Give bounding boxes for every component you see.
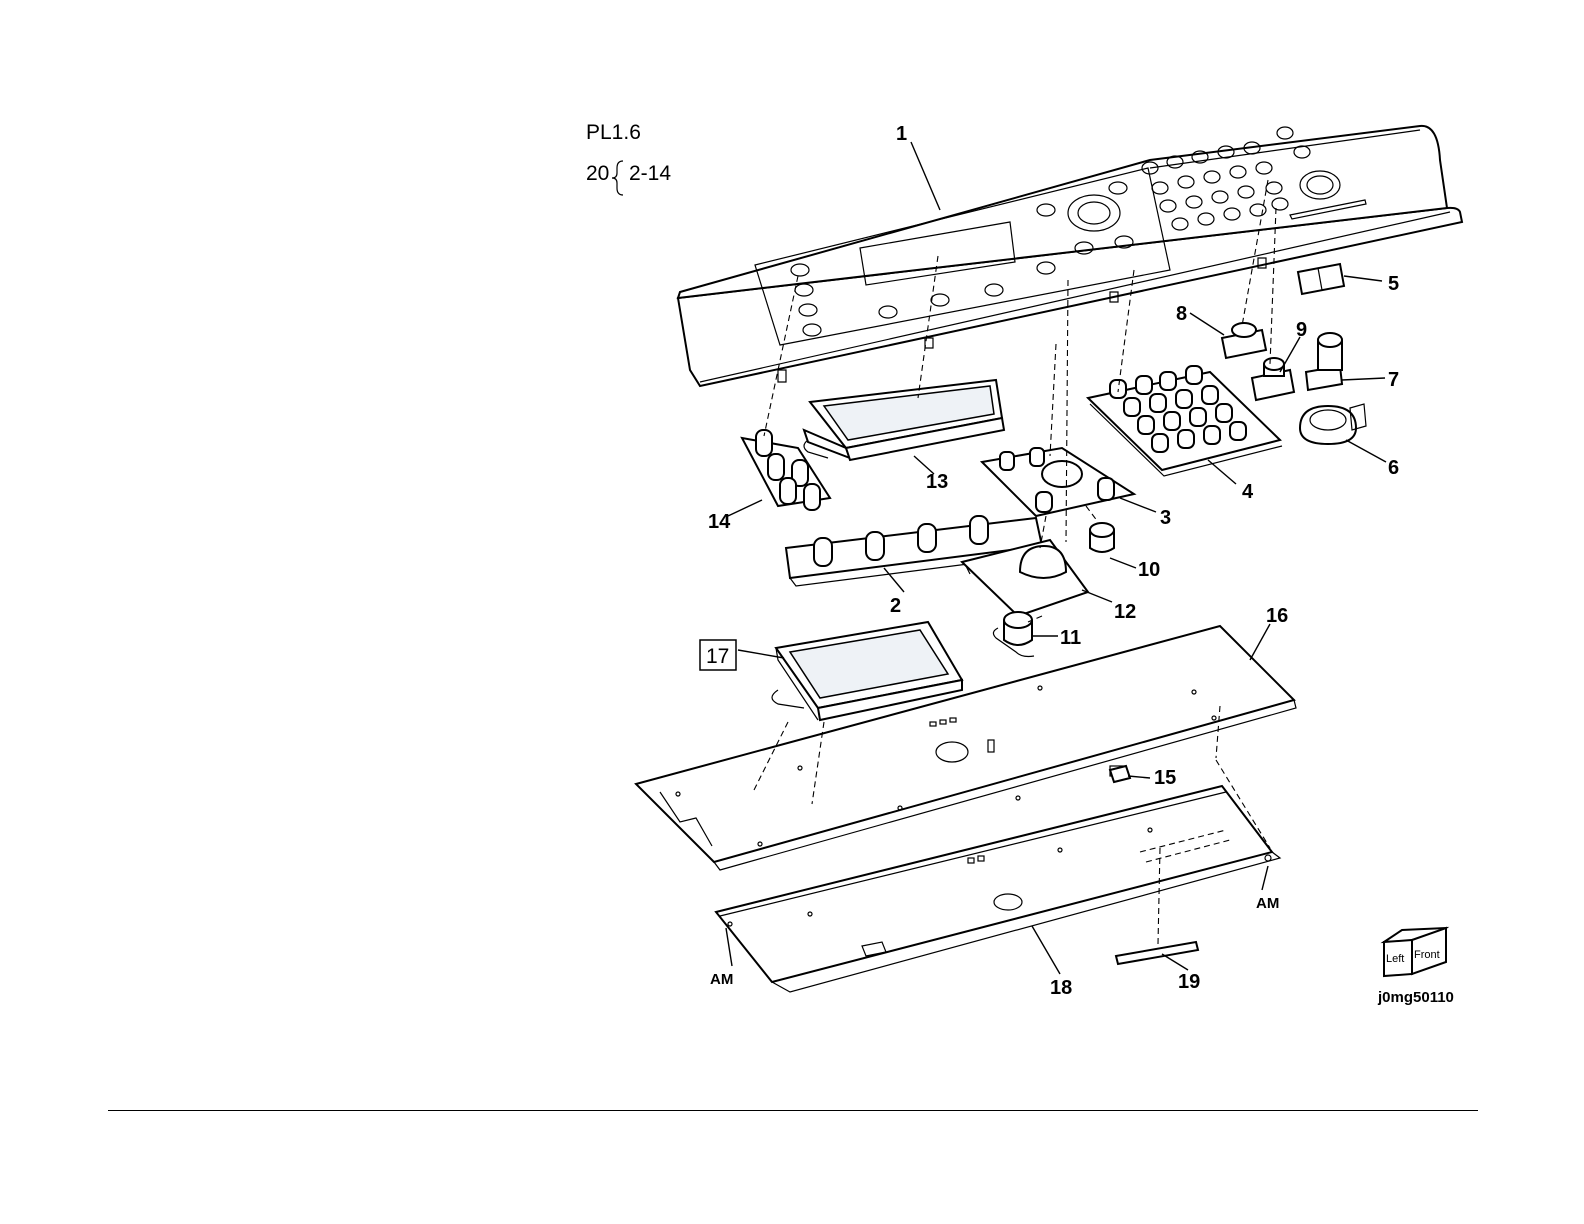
callout-9: 9 <box>1296 319 1307 341</box>
callout-19: 19 <box>1178 971 1200 993</box>
callout-16: 16 <box>1266 605 1288 627</box>
figure-id: j0mg50110 <box>1377 989 1454 1006</box>
am-marker-left: AM <box>710 971 733 988</box>
callout-2: 2 <box>890 595 901 617</box>
part-10-key <box>1090 523 1114 552</box>
cube-left-label: Left <box>1386 953 1404 965</box>
part-8-key <box>1222 323 1266 358</box>
group-qty: 20 <box>586 162 609 185</box>
callout-6: 6 <box>1388 457 1399 479</box>
group-brace <box>612 161 623 195</box>
callout-17: 17 <box>706 645 729 668</box>
callout-18: 18 <box>1050 977 1072 999</box>
part-11-knob <box>993 612 1034 657</box>
part-1-panel-cover <box>678 126 1462 386</box>
part-6-encoder <box>1300 404 1366 444</box>
callout-4: 4 <box>1242 481 1254 503</box>
callout-14: 14 <box>708 511 731 533</box>
callout-3: 3 <box>1160 507 1171 529</box>
part-9-key <box>1252 358 1294 400</box>
plate-id: PL1.6 <box>586 121 641 144</box>
callout-7: 7 <box>1388 369 1399 391</box>
callout-1: 1 <box>896 123 907 145</box>
part-3-jog-keys <box>982 448 1134 516</box>
part-15-bracket <box>1110 766 1130 782</box>
part-13-lcd-frame <box>804 380 1004 460</box>
am-marker-right: AM <box>1256 895 1279 912</box>
callout-15: 15 <box>1154 767 1176 789</box>
callout-12: 12 <box>1114 601 1136 623</box>
part-5-clip <box>1298 264 1344 294</box>
part-19-label <box>1116 942 1198 964</box>
footer-rule <box>108 1110 1478 1111</box>
callout-11: 11 <box>1060 627 1081 649</box>
callout-10: 10 <box>1138 559 1160 581</box>
part-7-knob <box>1306 333 1342 390</box>
cube-front-label: Front <box>1414 949 1440 961</box>
callout-8: 8 <box>1176 303 1187 325</box>
group-range: 2-14 <box>629 162 671 185</box>
orientation-cube-icon: Left Front <box>1384 928 1446 976</box>
callout-13: 13 <box>926 471 948 493</box>
callout-5: 5 <box>1388 273 1399 295</box>
